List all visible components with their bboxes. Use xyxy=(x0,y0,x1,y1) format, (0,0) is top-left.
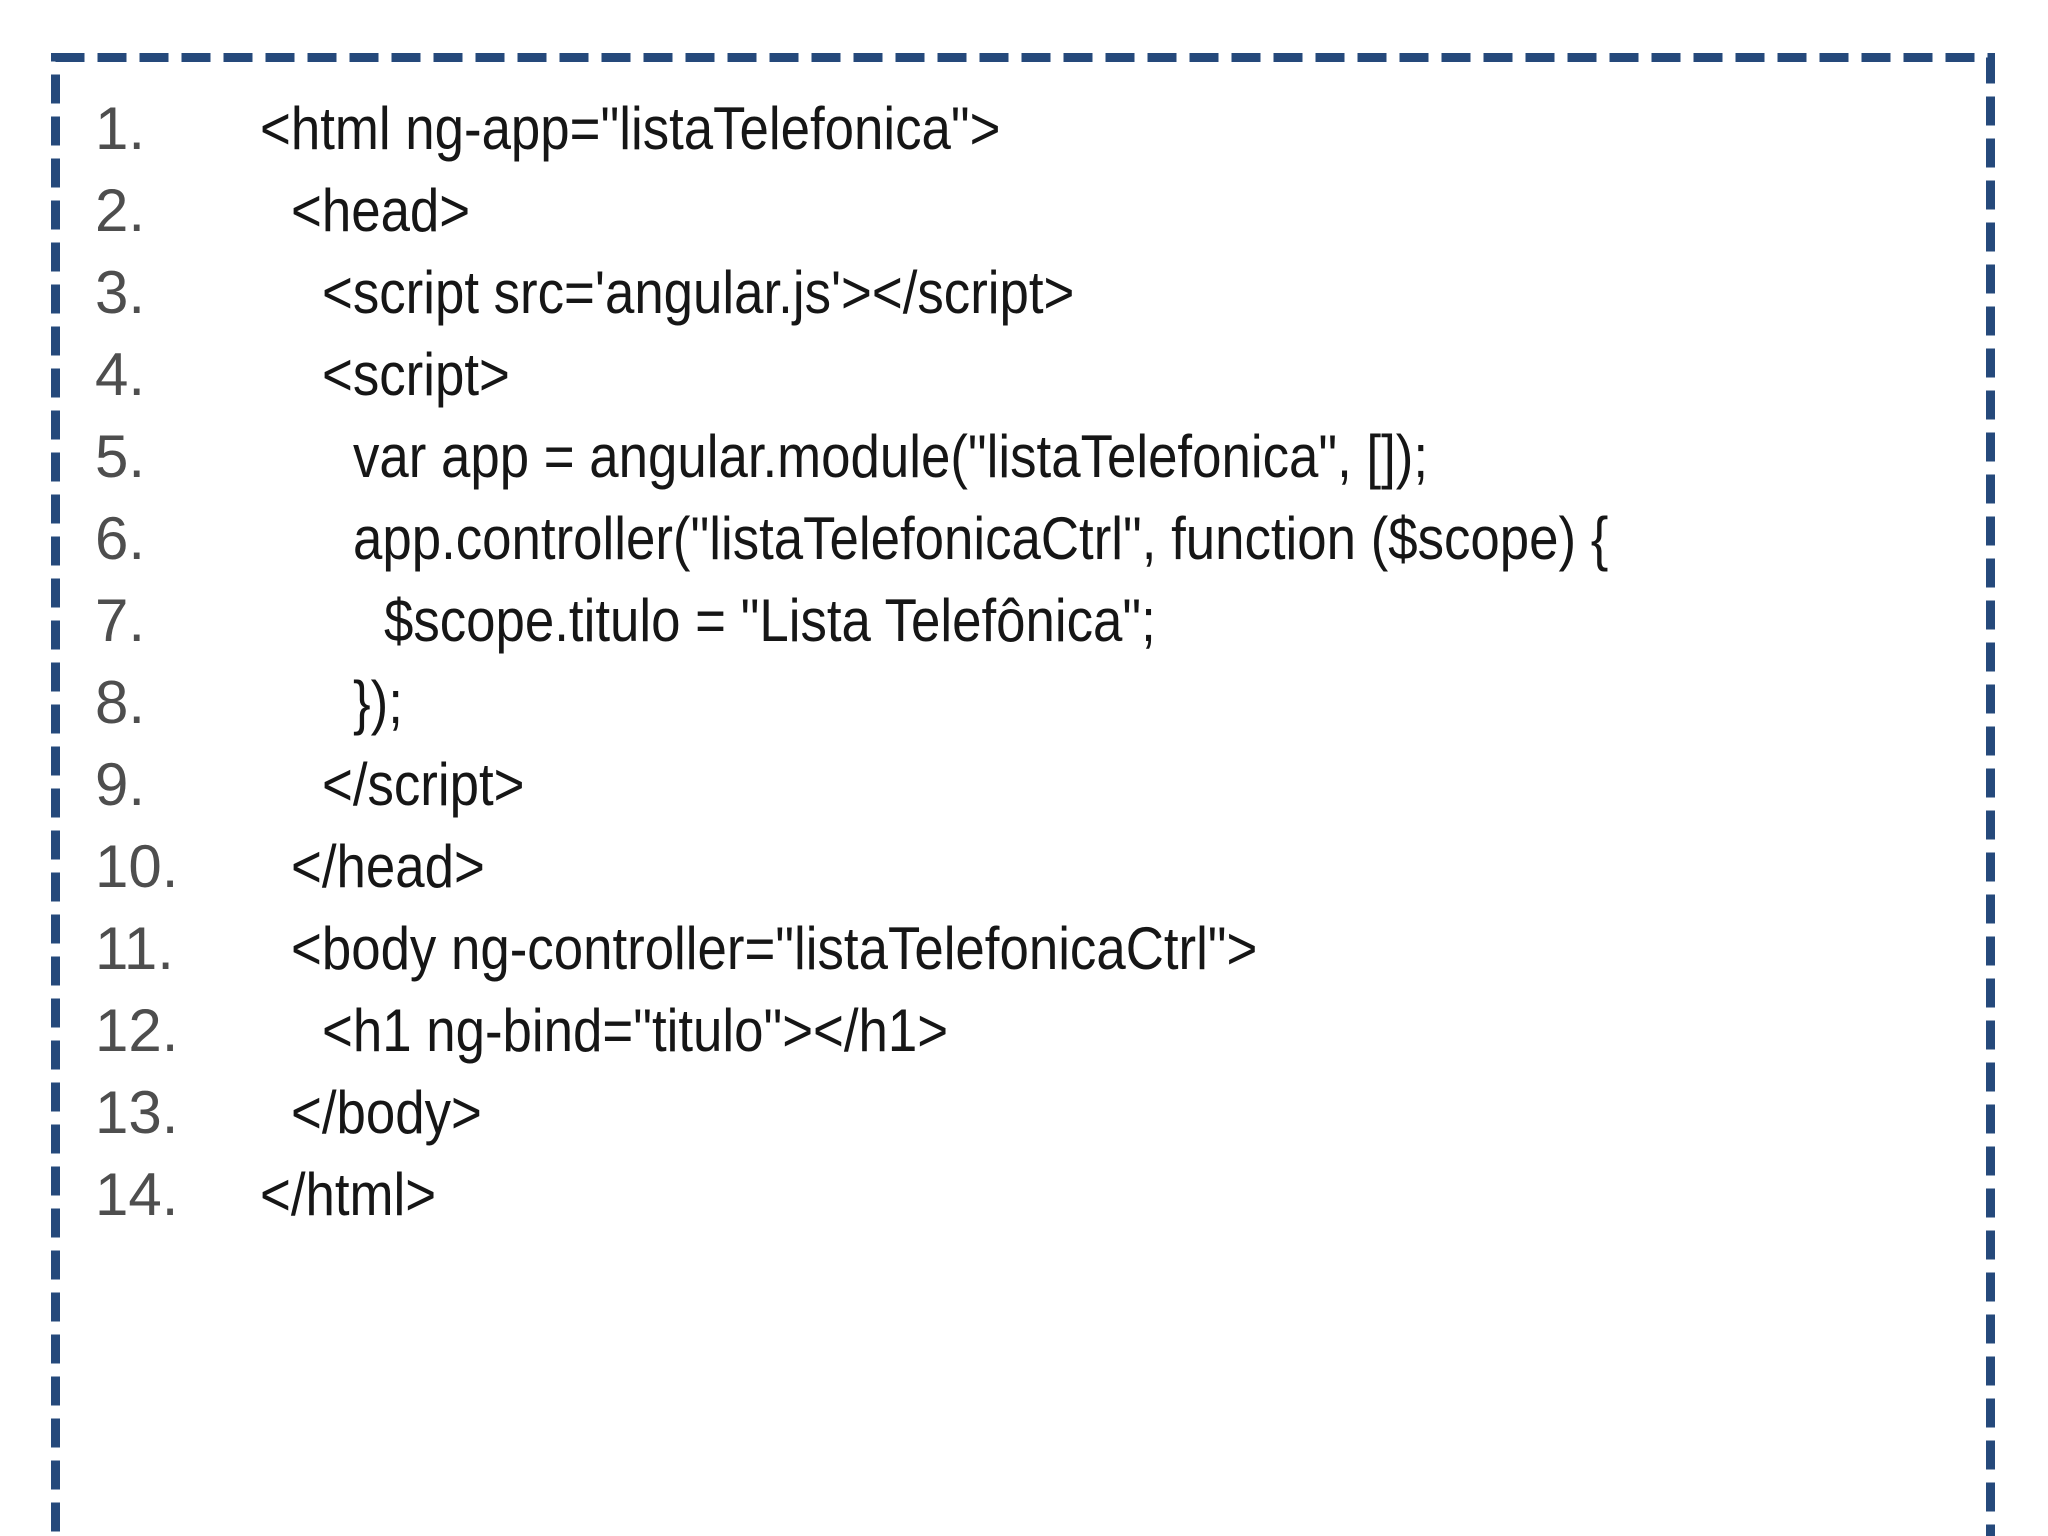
code-text: var app = angular.module("listaTelefonic… xyxy=(353,423,1429,490)
line-number: 11. xyxy=(95,915,174,982)
code-line: 9. </script> xyxy=(95,744,1978,826)
code-text: <body ng-controller="listaTelefonicaCtrl… xyxy=(291,915,1258,982)
line-number: 6. xyxy=(95,505,146,572)
code-text: </html> xyxy=(260,1161,437,1228)
code-text: <script src='angular.js'></script> xyxy=(322,259,1075,326)
code-line: 7. $scope.titulo = "Lista Telefônica"; xyxy=(95,580,1978,662)
code-line: 12. <h1 ng-bind="titulo"></h1> xyxy=(95,990,1978,1072)
code-text: app.controller("listaTelefonicaCtrl", fu… xyxy=(353,505,1609,572)
line-number: 9. xyxy=(95,751,146,818)
line-number: 13. xyxy=(95,1079,179,1146)
code-line: 5. var app = angular.module("listaTelefo… xyxy=(95,416,1978,498)
code-text: <html ng-app="listaTelefonica"> xyxy=(260,95,1001,162)
line-number: 14. xyxy=(95,1161,179,1228)
code-line: 3. <script src='angular.js'></script> xyxy=(95,252,1978,334)
line-number: 12. xyxy=(95,997,179,1064)
code-text: $scope.titulo = "Lista Telefônica"; xyxy=(384,587,1156,654)
code-text: <head> xyxy=(291,177,471,244)
code-line: 2. <head> xyxy=(95,170,1978,252)
line-number: 1. xyxy=(95,95,146,162)
code-line: 8. }); xyxy=(95,662,1978,744)
code-text: <script> xyxy=(322,341,510,408)
code-line: 10. </head> xyxy=(95,826,1978,908)
code-line: 11. <body ng-controller="listaTelefonica… xyxy=(95,908,1978,990)
code-text: </body> xyxy=(291,1079,482,1146)
line-number: 5. xyxy=(95,423,146,490)
code-line: 1. <html ng-app="listaTelefonica"> xyxy=(95,88,1978,170)
line-number: 8. xyxy=(95,669,146,736)
code-line: 14. </html> xyxy=(95,1154,1978,1236)
line-number: 3. xyxy=(95,259,146,326)
line-number: 4. xyxy=(95,341,146,408)
code-line: 13. </body> xyxy=(95,1072,1978,1154)
code-text: }); xyxy=(353,669,403,736)
code-line: 4. <script> xyxy=(95,334,1978,416)
code-text: </script> xyxy=(322,751,525,818)
code-listing: 1. <html ng-app="listaTelefonica"> 2. <h… xyxy=(95,88,1978,1236)
code-text: </head> xyxy=(291,833,485,900)
code-line: 6. app.controller("listaTelefonicaCtrl",… xyxy=(95,498,1978,580)
line-number: 7. xyxy=(95,587,146,654)
line-number: 2. xyxy=(95,177,146,244)
line-number: 10. xyxy=(95,833,179,900)
code-text: <h1 ng-bind="titulo"></h1> xyxy=(322,997,949,1064)
